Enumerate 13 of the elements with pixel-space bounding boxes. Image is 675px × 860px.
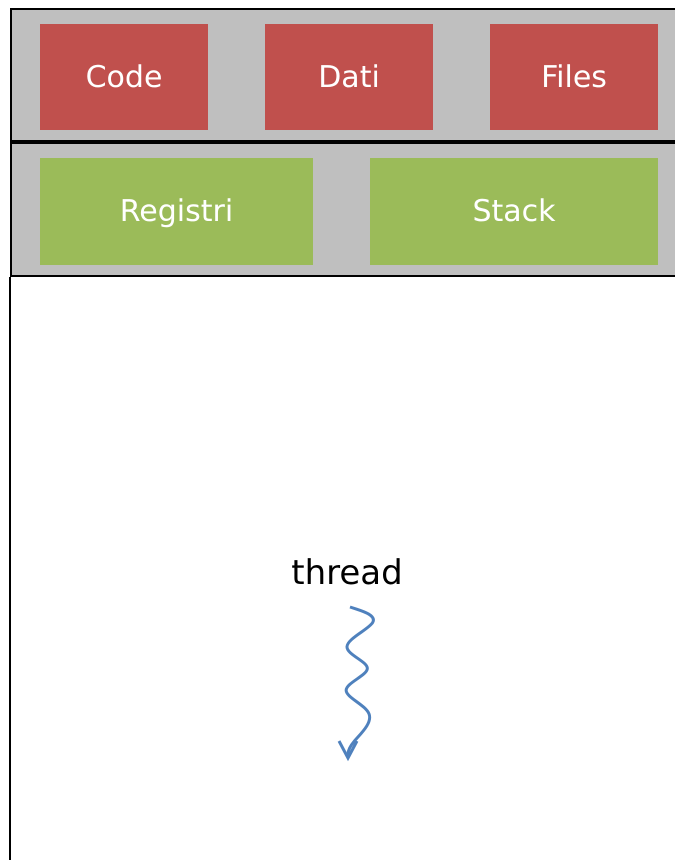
memory-block [490,24,658,130]
memory-block [370,158,658,265]
panel-band [10,8,675,142]
thread-label: thread [291,553,403,593]
block-label: Dati [318,60,380,94]
memory-block [265,24,433,130]
block-label: Registri [120,194,234,229]
memory-block [40,24,208,130]
panel-band [10,142,675,277]
block-label: Stack [472,194,556,229]
block-label: Code [86,60,162,94]
block-label: Files [541,60,607,94]
memory-block [40,158,313,265]
